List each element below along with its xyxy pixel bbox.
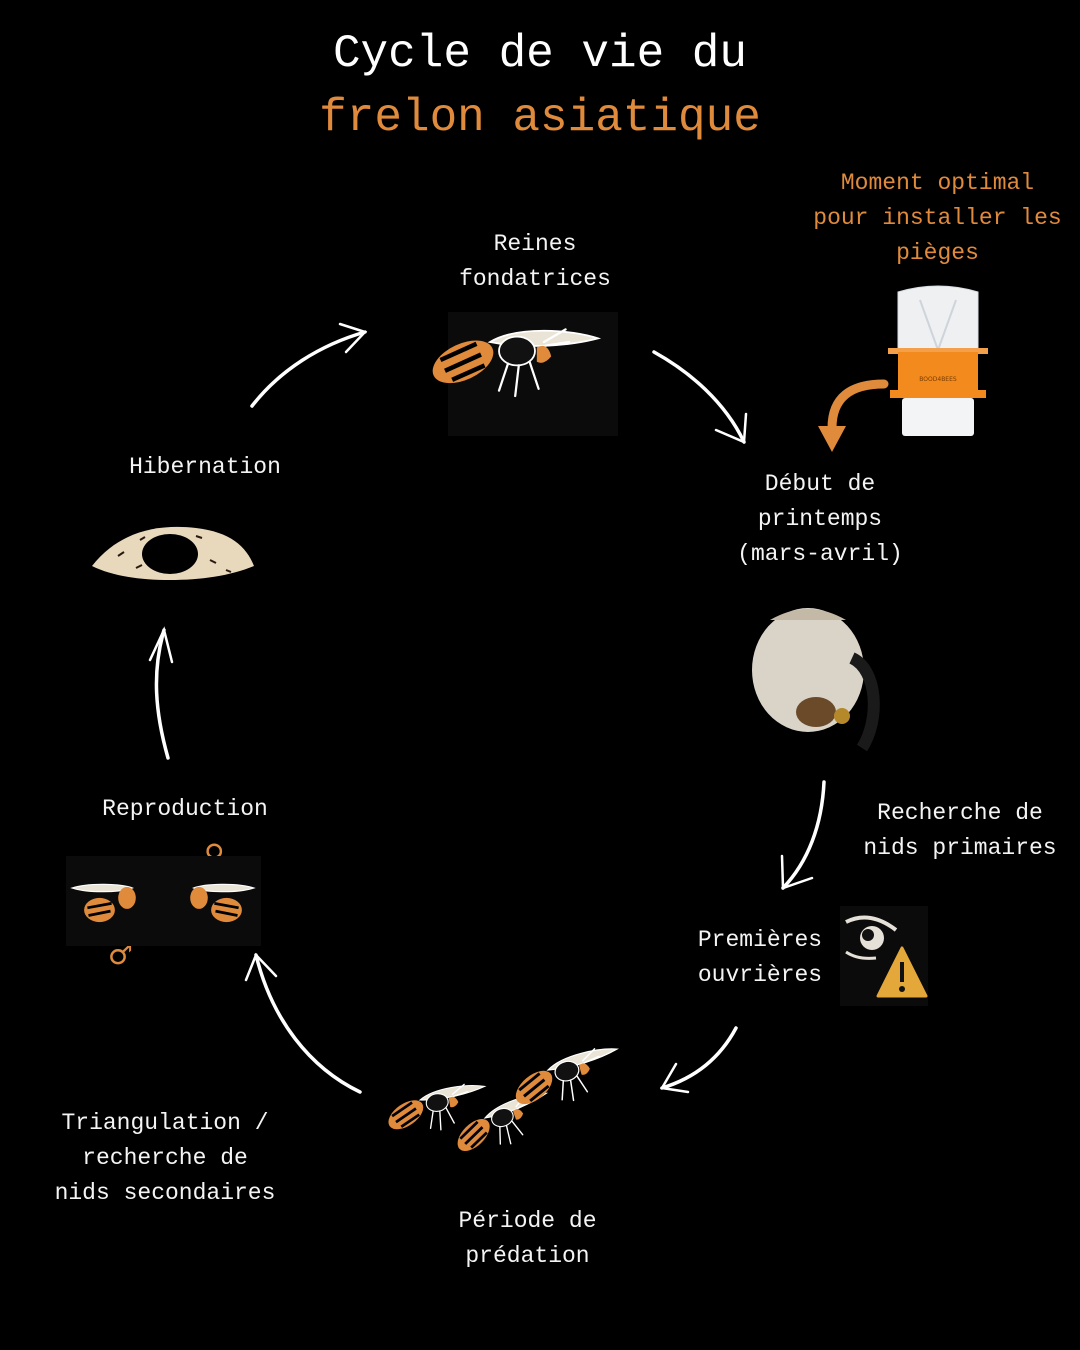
stage-hibernation-label: Hibernation: [100, 450, 310, 485]
title-line-2: frelon asiatique: [319, 92, 761, 144]
queen-hornet-icon: [426, 312, 618, 436]
stage-printemps-label: Début de printemps (mars-avril): [710, 467, 930, 572]
stage-label-line: recherche de: [82, 1145, 248, 1171]
callout-arrow-icon: [818, 379, 889, 452]
stage-triangulation-label: Triangulation / recherche de nids second…: [40, 1106, 290, 1211]
callout-line-1: Moment optimal: [840, 170, 1035, 196]
arrow-predation-to-reproduction: [254, 953, 362, 1094]
hornet-swarm-icon: [378, 1041, 629, 1164]
stage-label-line: ouvrières: [697, 962, 823, 988]
stage-label-line: Hibernation: [129, 454, 281, 480]
stage-reproduction-label: Reproduction: [80, 792, 290, 827]
arrow-head: [338, 322, 368, 354]
stage-label-line: (mars-avril): [737, 541, 903, 567]
stage-reines-label: Reines fondatrices: [430, 227, 640, 297]
stage-label-line: Période de: [458, 1208, 597, 1234]
mating-hornets-icon: [66, 856, 261, 946]
eye-warning-icon: [840, 906, 928, 1006]
stage-label-line: printemps: [757, 506, 883, 532]
arrow-head: [148, 626, 174, 664]
arrow-reines-to-printemps: [652, 350, 746, 444]
arrow-head: [659, 1062, 690, 1094]
hibernation-cocoon-icon: [92, 526, 254, 580]
trap-brand: BOOD4BEES: [919, 376, 957, 383]
stage-label-line: prédation: [465, 1243, 590, 1269]
stage-label-line: nids primaires: [863, 835, 1057, 861]
callout-line-2: pour installer les: [813, 205, 1062, 231]
stage-ouvrieres-label: Premières ouvrières: [680, 923, 840, 993]
stage-label-line: Triangulation /: [61, 1110, 269, 1136]
arrow-printemps-to-ouvrieres: [781, 780, 826, 890]
arrow-hibernation-to-reines: [250, 330, 367, 408]
stage-nids-primaires-label: Recherche de nids primaires: [850, 796, 1070, 866]
arrow-ouvrieres-to-predation: [660, 1026, 738, 1090]
arrow-head: [714, 412, 748, 444]
stage-label-line: Premières: [697, 927, 823, 953]
stage-label-line: Début de: [764, 471, 876, 497]
trap-callout: Moment optimal pour installer les pièges: [800, 166, 1075, 271]
arrow-head: [780, 854, 814, 890]
arrow-reproduction-to-hibernation: [154, 628, 170, 760]
primary-nest-icon: [752, 608, 880, 752]
stage-label-line: fondatrices: [459, 266, 611, 292]
stage-label-line: Recherche de: [877, 800, 1043, 826]
callout-line-3: pièges: [896, 240, 979, 266]
title-line-1: Cycle de vie du: [332, 28, 748, 80]
stage-label-line: Reines: [493, 231, 577, 257]
stage-label-line: Reproduction: [102, 796, 268, 822]
stage-predation-label: Période de prédation: [420, 1204, 635, 1274]
arrow-head: [244, 952, 278, 982]
stage-label-line: nids secondaires: [54, 1180, 276, 1206]
trap-product-icon: BOOD4BEES: [888, 285, 988, 436]
